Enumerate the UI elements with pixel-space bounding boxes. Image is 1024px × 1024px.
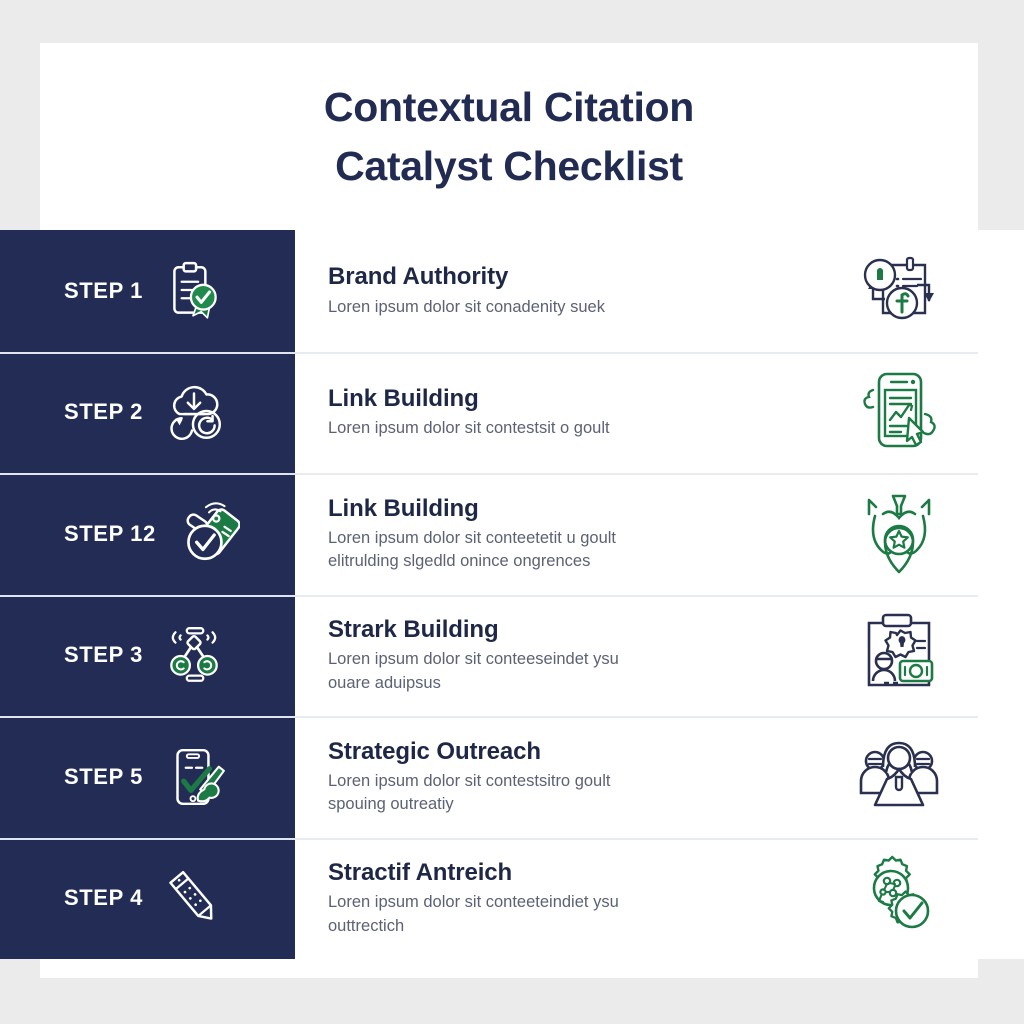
row-description-line-1: Loren ipsum dolor sit contestsit o goult	[328, 419, 610, 438]
step-label: STEP 1	[64, 277, 144, 303]
row-description-line-1: Loren ipsum dolor sit conteeseindet ysu	[328, 650, 619, 669]
row-separator	[0, 351, 978, 354]
tag-check-icon	[170, 497, 244, 571]
row-body: Strategic Outreach Loren ipsum dolor sit…	[295, 716, 824, 838]
clipboard-award-icon	[157, 254, 231, 328]
row-heading: Strategic Outreach	[328, 737, 541, 765]
step-label: STEP 3	[64, 642, 144, 668]
award-medal-icon	[824, 473, 1024, 595]
checklist-row[interactable]: STEP 3 S	[0, 594, 1024, 716]
page-title: Contextual Citation Catalyst Checklist	[40, 43, 978, 230]
cloud-refresh-icon	[157, 375, 231, 449]
row-heading: Strark Building	[328, 616, 499, 644]
team-group-icon	[824, 716, 1024, 838]
card-bottom-filler	[40, 960, 978, 978]
document-exchange-icon	[824, 230, 1024, 352]
step-label: STEP 5	[64, 763, 144, 789]
row-description-line-1: Loren ipsum dolor sit contestsitro goult	[328, 771, 611, 790]
row-description-line-1: Loren ipsum dolor sit conteeteindiet ysu	[328, 893, 619, 912]
row-separator	[0, 473, 978, 475]
row-description-line-1: Loren ipsum dolor sit conteetetit u goul…	[328, 528, 617, 547]
checklist-row[interactable]: STEP 4	[0, 837, 1024, 959]
row-description: Loren ipsum dolor sit contestsitro goult…	[328, 770, 810, 817]
row-separator	[0, 837, 978, 840]
row-description: Loren ipsum dolor sit conteeseindet ysu …	[328, 648, 810, 695]
row-description-line-2: spouing outreatiy	[328, 795, 454, 814]
row-body: Link Building Loren ipsum dolor sit cont…	[295, 351, 824, 473]
pencil-icon	[157, 861, 231, 935]
row-description: Loren ipsum dolor sit conteetetit u goul…	[328, 527, 810, 574]
row-separator	[0, 716, 978, 718]
step-panel: STEP 5	[0, 716, 295, 838]
row-heading: Stractif Antreich	[328, 859, 513, 887]
row-heading: Brand Authority	[328, 263, 509, 291]
step-panel: STEP 3	[0, 594, 295, 716]
gears-check-icon	[824, 837, 1024, 959]
row-heading: Link Building	[328, 494, 479, 522]
row-description: Loren ipsum dolor sit contestsit o goult	[328, 417, 810, 440]
step-label: STEP 2	[64, 399, 144, 425]
row-description-line-1: Loren ipsum dolor sit conadenity suek	[328, 297, 605, 316]
step-label: STEP 4	[64, 885, 144, 911]
checklist-rows: STEP 1 Brand Authority	[0, 230, 1024, 960]
title-line-1: Contextual Citation	[323, 84, 695, 131]
row-body: Strark Building Loren ipsum dolor sit co…	[295, 594, 824, 716]
step-panel: STEP 4	[0, 837, 295, 959]
step-panel: STEP 1	[0, 230, 295, 352]
row-separator	[0, 594, 978, 597]
network-share-icon	[157, 618, 231, 692]
checklist-row[interactable]: STEP 5 Strategic Outreach	[0, 716, 1024, 838]
checklist-row[interactable]: STEP 12 Link Building	[0, 473, 1024, 595]
row-description-line-2: outtrectich	[328, 916, 405, 935]
title-line-2: Catalyst Checklist	[335, 142, 683, 189]
row-description: Loren ipsum dolor sit conadenity suek	[328, 296, 810, 319]
step-label: STEP 12	[64, 520, 156, 546]
mobile-check-pen-icon	[157, 740, 231, 814]
step-panel: STEP 2	[0, 351, 295, 473]
row-body: Stractif Antreich Loren ipsum dolor sit …	[295, 837, 824, 959]
row-description-line-2: elitrulding slgedld onince ongrences	[328, 552, 591, 571]
clipboard-profile-payment-icon	[824, 594, 1024, 716]
row-heading: Link Building	[328, 384, 479, 412]
row-body: Link Building Loren ipsum dolor sit cont…	[295, 473, 824, 595]
checklist-row[interactable]: STEP 1 Brand Authority	[0, 230, 1024, 352]
step-panel: STEP 12	[0, 473, 295, 595]
checklist-row[interactable]: STEP 2 Link Building	[0, 351, 1024, 473]
row-description: Loren ipsum dolor sit conteeteindiet ysu…	[328, 891, 810, 938]
row-description-line-2: ouare aduipsus	[328, 673, 441, 692]
row-body: Brand Authority Loren ipsum dolor sit co…	[295, 230, 824, 352]
mobile-report-click-icon	[824, 351, 1024, 473]
